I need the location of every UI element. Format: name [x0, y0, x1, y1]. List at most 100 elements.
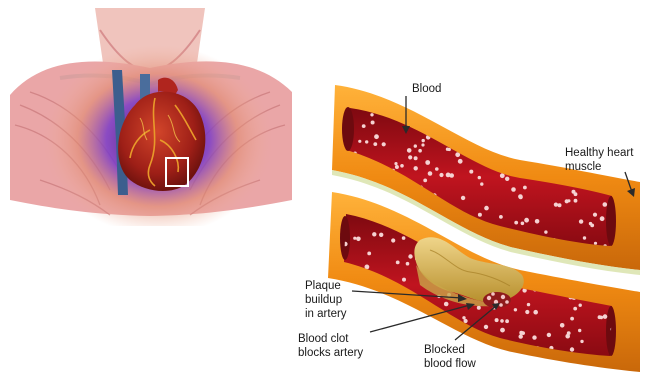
- blood-cell: [405, 212, 409, 216]
- blood-cell: [377, 299, 381, 303]
- blood-cell: [473, 99, 477, 103]
- blood-cell: [505, 114, 509, 118]
- blood-cell: [585, 269, 589, 273]
- blood-cell: [504, 119, 508, 123]
- blood-cell: [499, 215, 503, 219]
- blood-cell: [400, 353, 404, 357]
- blood-cell: [500, 319, 504, 323]
- blood-cell: [563, 125, 567, 129]
- blood-cell: [560, 323, 565, 328]
- blood-cell: [556, 112, 560, 116]
- blood-cell: [444, 302, 449, 307]
- blood-cell: [544, 230, 547, 233]
- blood-cell: [519, 334, 523, 338]
- blood-cell: [388, 200, 392, 204]
- blood-cell: [406, 262, 410, 266]
- blood-cell: [554, 203, 558, 207]
- blood-cell: [594, 242, 597, 245]
- blood-cell: [527, 136, 532, 141]
- blood-cell: [580, 340, 583, 343]
- blood-cell: [408, 254, 412, 258]
- blood-cell: [353, 237, 356, 240]
- blood-cell: [397, 99, 401, 103]
- blood-cell: [423, 179, 427, 183]
- blood-cell: [503, 355, 507, 359]
- blood-cell: [545, 153, 548, 156]
- blood-cell: [391, 238, 395, 242]
- label-blocked-line1: Blocked: [424, 344, 465, 356]
- blood-cell: [447, 125, 451, 129]
- blood-cell: [421, 143, 424, 146]
- blood-cell: [430, 104, 433, 107]
- blood-cell: [347, 296, 351, 300]
- blood-cell: [402, 278, 406, 282]
- blood-cell: [484, 325, 488, 329]
- blood-cell: [418, 149, 422, 153]
- blood-cell: [464, 319, 468, 323]
- blood-cell: [505, 177, 509, 181]
- blood-cell: [488, 247, 492, 251]
- blood-cell: [400, 164, 404, 168]
- blood-cell: [365, 140, 368, 143]
- blood-cell: [467, 126, 472, 131]
- blood-cell: [435, 167, 439, 171]
- blood-cell: [521, 222, 525, 226]
- blood-cell: [515, 121, 519, 125]
- blood-cell: [566, 274, 570, 278]
- blood-cell: [447, 234, 450, 237]
- blood-cell: [379, 233, 383, 237]
- blood-cell: [438, 221, 443, 226]
- label-blood-clot-line1: Blood clot: [298, 333, 349, 345]
- blood-cell: [407, 148, 412, 153]
- blood-cell: [532, 335, 536, 339]
- blood-cell: [567, 331, 571, 335]
- blood-cell: [461, 196, 465, 200]
- blood-cell: [469, 170, 473, 174]
- blood-cell: [493, 100, 497, 104]
- blood-cell: [583, 236, 586, 239]
- label-blood: Blood: [412, 83, 441, 95]
- blood-cell: [458, 159, 463, 164]
- blood-cell: [535, 219, 540, 224]
- blood-cell: [519, 331, 523, 335]
- blood-cell: [424, 322, 428, 326]
- blood-cell: [470, 246, 474, 250]
- label-blood-clot-line2: blocks artery: [298, 347, 363, 359]
- blood-cell: [417, 322, 422, 327]
- blood-cell: [570, 317, 574, 321]
- blood-cell: [395, 165, 399, 169]
- blood-cell: [593, 213, 597, 217]
- label-healthy-heart-muscle-line1: Healthy heart: [565, 147, 634, 159]
- torso-illustration: [6, 8, 298, 235]
- blood-cell: [600, 138, 604, 142]
- blood-cell: [570, 125, 573, 128]
- blood-cell: [478, 176, 481, 179]
- blood-cell: [565, 199, 569, 203]
- blood-cell: [409, 326, 414, 331]
- blood-cell: [406, 209, 409, 212]
- blood-cell: [396, 261, 400, 265]
- blood-cell: [503, 149, 507, 153]
- blood-cell: [374, 134, 379, 139]
- blood-cell: [454, 126, 458, 130]
- blood-cell: [578, 329, 581, 332]
- blood-cell: [382, 142, 386, 146]
- blood-cell: [422, 103, 425, 106]
- blood-cell: [505, 319, 509, 323]
- blood-cell: [514, 221, 518, 225]
- blood-cell: [511, 187, 516, 192]
- label-plaque-line3: in artery: [305, 308, 347, 320]
- blood-cell: [405, 305, 408, 308]
- blood-cell: [439, 173, 443, 177]
- blood-cell: [363, 308, 367, 312]
- label-plaque-line1: Plaque: [305, 280, 341, 292]
- blood-cell: [369, 309, 373, 313]
- label-plaque-line2: buildup: [305, 294, 342, 306]
- blood-cell: [472, 133, 476, 137]
- blood-cell: [500, 328, 505, 333]
- blood-cell: [414, 156, 418, 160]
- blood-cell: [556, 105, 559, 108]
- blood-cell: [533, 310, 538, 315]
- blood-cell: [579, 126, 584, 131]
